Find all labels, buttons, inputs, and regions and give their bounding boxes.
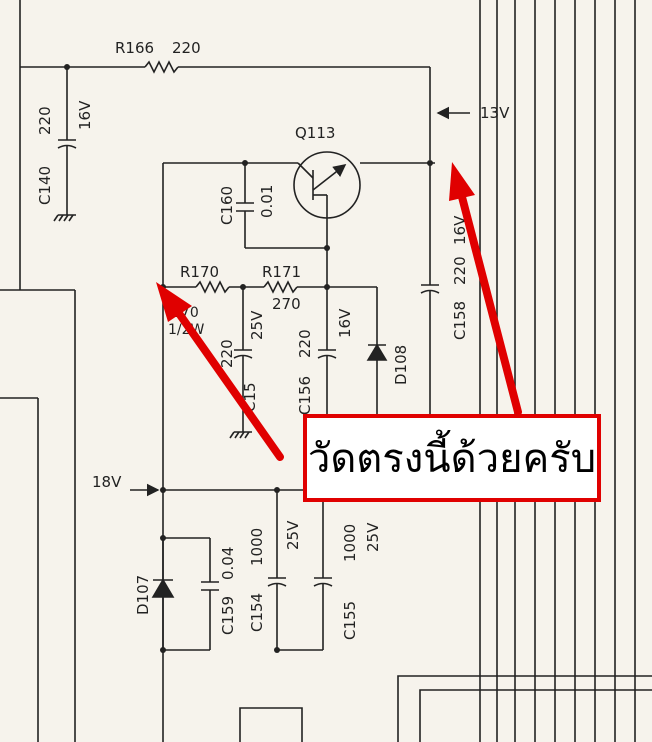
- c15x-voltage: 25V: [248, 310, 266, 340]
- c15x-value: 220: [218, 339, 236, 368]
- c159-label: C159: [219, 596, 237, 635]
- c158-value: 220: [451, 256, 469, 285]
- annotation-box: วัดตรงนี้ด้วยครับ: [303, 414, 601, 502]
- c140-label: C140: [36, 166, 54, 205]
- c156-value: 220: [296, 329, 314, 358]
- d108-label: D108: [392, 345, 410, 385]
- annotation-arrows: [156, 162, 522, 461]
- d107-label: D107: [134, 575, 152, 615]
- q113-label: Q113: [295, 124, 335, 142]
- c158-label: C158: [451, 301, 469, 340]
- c154-voltage: 25V: [284, 520, 302, 550]
- c154-label: C154: [248, 593, 266, 632]
- annotation-text: วัดตรงนี้ด้วยครับ: [307, 436, 597, 482]
- voltage-18v-label: 18V: [92, 473, 122, 491]
- c140-value: 220: [36, 106, 54, 135]
- c154-value: 1000: [248, 528, 266, 566]
- r171-value: 270: [272, 295, 301, 313]
- r166-value: 220: [172, 39, 201, 57]
- junction-dots: [64, 64, 433, 653]
- c140-voltage: 16V: [76, 100, 94, 130]
- r170-label: R170: [180, 263, 219, 281]
- c155-voltage: 25V: [364, 522, 382, 552]
- c160-label: C160: [218, 186, 236, 225]
- c156-label: C156: [296, 376, 314, 415]
- voltage-13v-label: 13V: [480, 104, 510, 122]
- c155-value: 1000: [341, 524, 359, 562]
- c159-value: 0.04: [219, 547, 237, 580]
- c156-voltage: 16V: [336, 308, 354, 338]
- c160-value: 0.01: [258, 185, 276, 218]
- r171-label: R171: [262, 263, 301, 281]
- r166-label: R166: [115, 39, 154, 57]
- c155-label: C155: [341, 601, 359, 640]
